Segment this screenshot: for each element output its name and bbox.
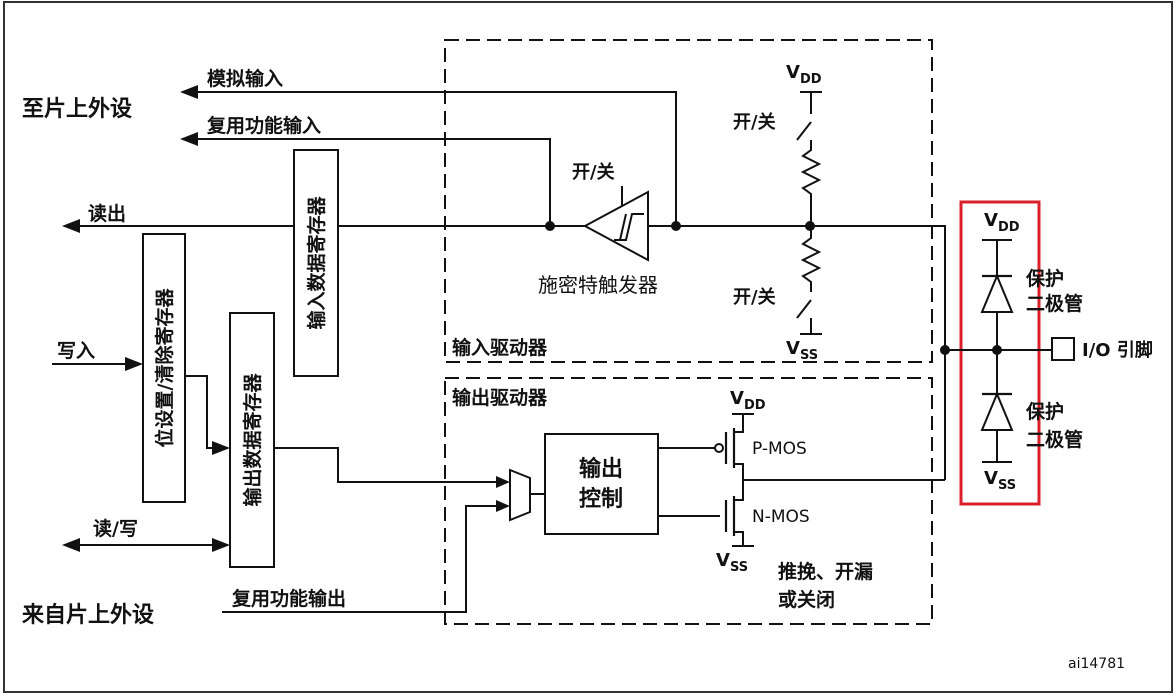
- output-data-register-box: [229, 312, 275, 568]
- alt-func-output-label: 复用功能输出: [231, 587, 346, 610]
- protect-diode-top-label-1: 保护: [1025, 267, 1064, 290]
- junction-pin-left: [940, 345, 950, 355]
- read-out-label: 读出: [88, 202, 126, 225]
- vdd-diode-label: VDD: [984, 210, 1020, 235]
- bit-set-reset-register-box: [142, 233, 186, 503]
- output-mux: [509, 468, 531, 522]
- input-data-register-label: 输入数据寄存器: [305, 196, 328, 330]
- read-write-arrow-left: [62, 538, 80, 552]
- read-write-label: 读/写: [93, 517, 138, 540]
- bsrr-to-odr-wire: [185, 375, 215, 449]
- analog-input-wire: [196, 91, 677, 226]
- vdd-pullup-label: VDD: [786, 62, 822, 87]
- pullup-resistor: [800, 140, 822, 226]
- read-out-arrow: [62, 219, 80, 233]
- pmos-gate-bubble: [714, 443, 724, 453]
- junction-analog: [671, 221, 681, 231]
- protection-diode-highlight: [959, 200, 1041, 506]
- schmitt-trigger-label: 施密特触发器: [538, 273, 658, 297]
- nmos-source: [734, 531, 744, 546]
- alt-func-input-wire: [196, 138, 551, 226]
- outer-frame: [3, 1, 1173, 693]
- vss-pulldown-label: VSS: [786, 338, 818, 363]
- pulldown-on-off-label: 开/关: [733, 286, 776, 308]
- input-driver-label: 输入驱动器: [452, 336, 548, 359]
- output-driver-label: 输出驱动器: [452, 386, 548, 409]
- protect-diode-top-label-2: 二极管: [1026, 292, 1083, 315]
- write-in-arrow: [125, 357, 143, 371]
- output-mode-label-2: 或关闭: [778, 588, 835, 611]
- input-to-pin-wire: [810, 225, 946, 350]
- io-pin-label: I/O 引脚: [1082, 340, 1153, 361]
- input-driver-region: [444, 39, 933, 363]
- analog-input-label: 模拟输入: [207, 67, 283, 90]
- top-diode-symbol: [980, 273, 1014, 313]
- pullup-on-off-label: 开/关: [733, 111, 776, 133]
- bottom-diode-symbol: [980, 391, 1014, 431]
- pmos-source: [734, 414, 744, 433]
- io-pin-pad: [1051, 337, 1075, 361]
- output-control-label-1: 输出: [579, 456, 623, 482]
- alt-func-output-wire: [222, 505, 500, 613]
- junction-alt-input: [545, 221, 555, 231]
- protect-diode-bottom-label-1: 保护: [1025, 400, 1064, 423]
- alt-func-input-label: 复用功能输入: [206, 114, 321, 137]
- from-onchip-peripheral-label: 来自片上外设: [21, 602, 154, 628]
- vss-diode-label: VSS: [984, 468, 1016, 493]
- output-driver-region: [444, 377, 933, 625]
- junction-pin-diodes: [992, 345, 1002, 355]
- analog-input-arrow: [180, 85, 198, 99]
- pulldown-switch: [796, 299, 812, 319]
- vdd-pmos-label: VDD: [730, 388, 766, 413]
- write-in-label: 写入: [57, 340, 95, 362]
- input-data-register-box: [293, 149, 339, 377]
- alt-func-input-arrow: [180, 132, 198, 146]
- to-onchip-peripheral-label: 至片上外设: [22, 96, 132, 122]
- nmos-drain: [734, 480, 744, 501]
- schmitt-on-off-label: 开/关: [572, 161, 615, 183]
- output-data-register-label: 输出数据寄存器: [241, 373, 264, 507]
- odr-to-mux-wire: [274, 447, 500, 483]
- pullup-switch: [796, 121, 812, 141]
- nmos-label: N-MOS: [752, 507, 810, 527]
- alt-func-output-arrow: [496, 500, 510, 512]
- pmos-label: P-MOS: [752, 439, 807, 459]
- vss-nmos-label: VSS: [716, 550, 748, 575]
- odr-to-mux-arrow: [496, 476, 510, 488]
- schmitt-hysteresis-icon-b: [619, 213, 627, 241]
- bsrr-to-odr-arrow: [212, 441, 230, 455]
- figure-id-label: ai14781: [1068, 656, 1125, 672]
- read-write-arrow-right: [212, 538, 230, 552]
- protect-diode-bottom-label-2: 二极管: [1026, 428, 1083, 451]
- bit-set-reset-register-label: 位设置/清除寄存器: [153, 288, 176, 448]
- output-control-label-2: 控制: [579, 486, 623, 512]
- schmitt-trigger-symbol: [582, 190, 649, 262]
- output-control-box: [544, 433, 659, 535]
- pulldown-resistor: [800, 226, 822, 292]
- pmos-drain: [734, 463, 744, 480]
- output-mode-label-1: 推挽、开漏: [778, 560, 873, 583]
